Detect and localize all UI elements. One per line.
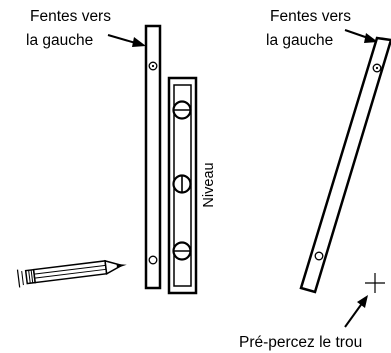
- left-slots-label-line2: la gauche: [26, 32, 93, 49]
- right-mounting-rail: [299, 36, 391, 294]
- level-vial-top: [172, 100, 192, 120]
- right-rail-screw-hole-bottom: [314, 251, 324, 261]
- level-tool-icon: [167, 76, 198, 295]
- right-slots-label-line1: Fentes vers: [270, 8, 351, 25]
- pencil-icon: [16, 259, 127, 288]
- predrill-mark-icon: [365, 273, 385, 293]
- predrill-arrow: [344, 295, 368, 328]
- level-vial-bottom: [172, 241, 192, 261]
- predrill-label: Pré-percez le trou: [239, 334, 362, 351]
- rail-screw-hole-top: [148, 61, 158, 71]
- rail-screw-hole-bottom: [148, 255, 158, 265]
- left-mounting-rail: [144, 24, 162, 290]
- left-label-arrow: [107, 34, 146, 47]
- right-label-arrow: [344, 29, 378, 43]
- level-vial-middle: [172, 174, 192, 194]
- right-slots-label-line2: la gauche: [266, 32, 333, 49]
- level-label: Niveau: [201, 162, 217, 207]
- left-slots-label-line1: Fentes vers: [30, 8, 111, 25]
- right-rail-screw-hole-top: [372, 63, 382, 73]
